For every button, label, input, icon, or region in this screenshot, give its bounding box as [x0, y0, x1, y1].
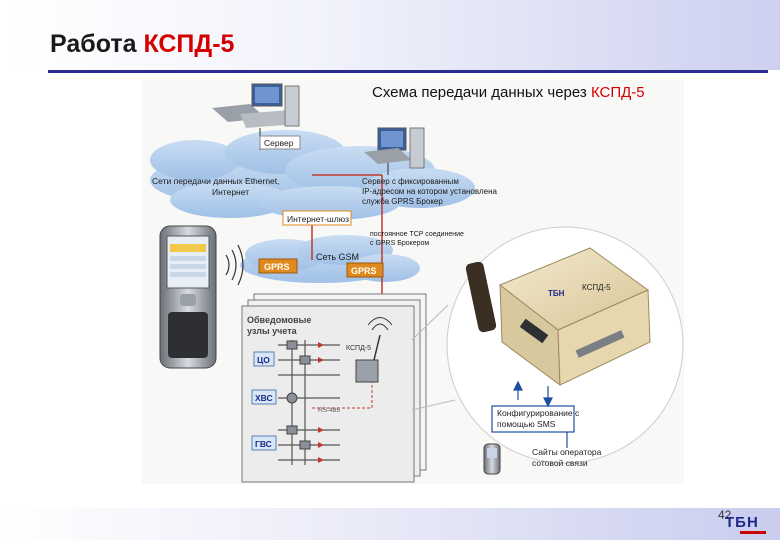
gprs-right-box — [346, 262, 384, 278]
hvs-label: ХВС — [255, 393, 273, 403]
diagram-title: Схема передачи данных через КСПД-5 — [372, 84, 645, 101]
gsm-label: Сеть GSM — [316, 252, 359, 262]
broker-label-1: Сервер с фиксированным — [362, 177, 459, 186]
nodes-label-1: Обведомовые — [247, 315, 311, 325]
hvs-tag — [251, 389, 277, 405]
diagram-title-accent: КСПД-5 — [590, 84, 645, 101]
broker-label-2: IP-адресом на котором установлена — [362, 187, 498, 196]
config-arrows — [513, 380, 568, 448]
gprs-left-box — [258, 258, 298, 274]
server-workstation-icon — [212, 83, 300, 128]
logo-underline — [740, 531, 766, 534]
config-label-1: Конфигурирование с — [497, 408, 580, 418]
header-rule — [48, 70, 768, 73]
zoom-line-bottom — [411, 399, 456, 411]
broker-label-3: служба GPRS Брокер — [362, 197, 443, 206]
ethernet-label-2: Интернет — [212, 187, 249, 197]
small-phone-icon — [483, 443, 501, 475]
slide-title-prefix: Работа — [50, 30, 144, 58]
rs485-bus — [312, 380, 373, 409]
gvs-label: ГВС — [255, 439, 272, 449]
nodes-label-2: узлы учета — [247, 326, 298, 336]
kspd-small-device — [355, 317, 393, 383]
operator-label-1: Сайты оператора — [532, 447, 602, 457]
gateway-label: Интернет-шлюз — [287, 214, 349, 224]
config-label-2: помощью SMS — [497, 419, 556, 429]
mobile-phone-icon — [159, 225, 217, 369]
tcp-label-1: постоянное TCP соединение — [370, 231, 464, 238]
broker-server-icon — [364, 127, 425, 169]
device-brand: ТБН — [548, 289, 565, 298]
gprs-right-label: GPRS — [351, 266, 377, 276]
gvs-tag — [251, 435, 277, 451]
kspd-small-label: КСПД-5 — [346, 345, 371, 352]
config-box — [491, 405, 575, 433]
zoom-line-top — [411, 304, 449, 341]
tcp-label-2: с GPRS Брокером — [370, 240, 429, 247]
server-label-box — [259, 135, 301, 150]
gateway-box — [282, 210, 352, 226]
meters — [286, 340, 311, 450]
valves — [318, 342, 324, 463]
co-label: ЦО — [257, 355, 270, 365]
slide-title: Работа КСПД-5 — [50, 30, 234, 59]
server-label: Сервер — [264, 138, 294, 148]
diagram-title-prefix: Схема передачи данных через — [372, 84, 591, 101]
company-logo: ТБН — [725, 514, 759, 531]
radio-waves-icon — [225, 244, 244, 286]
rs485-label: RS-485 — [318, 407, 340, 414]
device-model: КСПД-5 — [582, 283, 611, 292]
page-number: 42 — [718, 508, 732, 522]
header-band — [0, 0, 780, 70]
slide-title-accent: КСПД-5 — [143, 30, 235, 58]
gprs-left-label: GPRS — [264, 262, 290, 272]
footer-band — [0, 508, 780, 540]
co-tag — [253, 351, 275, 367]
ethernet-label-1: Сети передачи данных Ethernet, — [152, 176, 280, 186]
kspd-device-icon — [465, 247, 651, 387]
operator-label-2: сотовой связи — [532, 458, 588, 468]
